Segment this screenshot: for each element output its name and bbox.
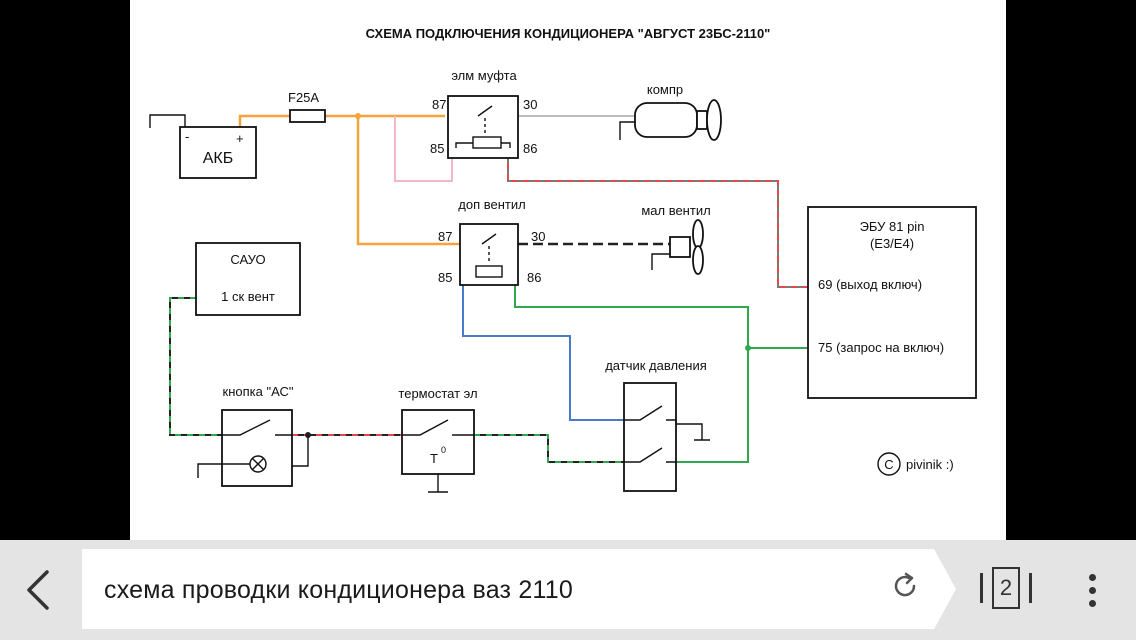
ecu69-wire-base bbox=[507, 152, 808, 288]
battery-minus: - bbox=[185, 129, 189, 144]
compressor-shaft bbox=[696, 110, 708, 130]
ecu-pin75: 75 (запрос на включ) bbox=[818, 340, 944, 355]
more-menu-button[interactable] bbox=[1072, 564, 1112, 616]
ac-button-switch bbox=[222, 419, 292, 436]
fan-blade-top bbox=[692, 219, 704, 249]
tabs-icon-right-bar bbox=[1029, 573, 1032, 603]
ecu69-wire bbox=[507, 152, 808, 288]
more-vert-icon bbox=[1088, 573, 1096, 581]
copyright-icon bbox=[877, 452, 901, 476]
relay-fan-pin87: 87 bbox=[438, 229, 452, 244]
url-bar-shape bbox=[82, 549, 956, 629]
sauo-sub: 1 ск вент bbox=[221, 289, 275, 304]
wiring-diagram-svg: СХЕМА ПОДКЛЮЧЕНИЯ КОНДИЦИОНЕРА "АВГУСТ 2… bbox=[149, 26, 977, 493]
copyright-text: pivinik :) bbox=[906, 457, 954, 472]
relay-clutch-pin87: 87 bbox=[432, 97, 446, 112]
wiring-diagram: СХЕМА ПОДКЛЮЧЕНИЯ КОНДИЦИОНЕРА "АВГУСТ 2… bbox=[130, 0, 1006, 540]
image-viewer: СХЕМА ПОДКЛЮЧЕНИЯ КОНДИЦИОНЕРА "АВГУСТ 2… bbox=[130, 0, 1006, 540]
sauo-box bbox=[195, 242, 301, 316]
browser-toolbar: схема проводки кондиционера ваз 2110 2 bbox=[0, 540, 1136, 640]
relay-clutch-label: элм муфта bbox=[451, 68, 517, 83]
compressor-body bbox=[634, 102, 698, 138]
url-bar[interactable]: схема проводки кондиционера ваз 2110 bbox=[82, 549, 956, 629]
fan-motor bbox=[669, 236, 691, 258]
pressure-switch-lower bbox=[624, 447, 676, 463]
ecu-label: ЭБУ 81 pin bbox=[860, 219, 925, 234]
ecu-sub: (E3/E4) bbox=[870, 236, 914, 251]
fan-blade-bottom bbox=[692, 245, 704, 275]
orange-junction bbox=[355, 113, 361, 119]
relay-fan-pin86: 86 bbox=[527, 270, 541, 285]
battery-positive-wire bbox=[238, 114, 290, 130]
fan-label: мал вентил bbox=[641, 203, 710, 218]
battery-box bbox=[179, 126, 257, 179]
compressor-label: компр bbox=[647, 82, 683, 97]
tabs-icon-left-bar bbox=[980, 573, 983, 603]
fuse-label: F25A bbox=[288, 90, 319, 105]
thermostat-sup: 0 bbox=[441, 445, 446, 455]
ac-ground bbox=[197, 463, 250, 478]
compressor-pulley bbox=[706, 99, 722, 141]
thermostat-symbol: Т bbox=[430, 451, 438, 466]
url-text[interactable]: схема проводки кондиционера ваз 2110 bbox=[104, 576, 573, 604]
green-junction bbox=[745, 345, 751, 351]
ac-button-label: кнопка "АС" bbox=[223, 384, 294, 399]
thermostat-switch bbox=[402, 419, 474, 436]
back-arrow-icon bbox=[27, 570, 49, 610]
battery-plus: + bbox=[236, 131, 244, 146]
battery-ground-wire bbox=[149, 114, 186, 128]
orange-branch-wire bbox=[356, 116, 460, 246]
relay-fan-pin30: 30 bbox=[531, 229, 545, 244]
sauo-wire-base bbox=[169, 297, 222, 436]
ecu-pin69: 69 (выход включ) bbox=[818, 277, 922, 292]
ecu-box bbox=[807, 206, 977, 399]
compressor-ground bbox=[619, 121, 635, 140]
green-wire bbox=[514, 285, 749, 463]
ac-button-box bbox=[221, 409, 293, 487]
battery-label: АКБ bbox=[203, 150, 234, 167]
fuse-box bbox=[289, 109, 326, 123]
diagram-title: СХЕМА ПОДКЛЮЧЕНИЯ КОНДИЦИОНЕРА "АВГУСТ 2… bbox=[366, 26, 771, 41]
reload-button[interactable] bbox=[890, 571, 926, 607]
thermostat-box bbox=[401, 409, 475, 475]
pink-loop-wire bbox=[394, 116, 453, 182]
blue-wire bbox=[462, 285, 624, 421]
pressure-switch-upper bbox=[624, 405, 710, 441]
pressure-sensor-label: датчик давления bbox=[605, 358, 707, 373]
relay-fan-pin85: 85 bbox=[438, 270, 452, 285]
thermostat-label: термостат эл bbox=[398, 386, 477, 401]
thermo-pressure-wire bbox=[474, 434, 624, 463]
lamp-wire bbox=[292, 435, 309, 467]
copyright-symbol: C bbox=[884, 457, 893, 472]
relay-clutch-pin30: 30 bbox=[523, 97, 537, 112]
tabs-button[interactable]: 2 bbox=[976, 564, 1036, 616]
fan-ground bbox=[651, 253, 670, 270]
sauo-label: САУО bbox=[230, 252, 265, 267]
reload-icon bbox=[894, 572, 916, 597]
relay-fan-label: доп вентил bbox=[458, 197, 525, 212]
thermostat-ground bbox=[428, 474, 448, 493]
back-button[interactable] bbox=[8, 560, 68, 620]
relay-clutch-pin85: 85 bbox=[430, 141, 444, 156]
pressure-sensor-box bbox=[623, 382, 677, 492]
relay-clutch-pin86: 86 bbox=[523, 141, 537, 156]
sauo-wire bbox=[169, 297, 222, 436]
tabs-count: 2 bbox=[992, 567, 1020, 609]
